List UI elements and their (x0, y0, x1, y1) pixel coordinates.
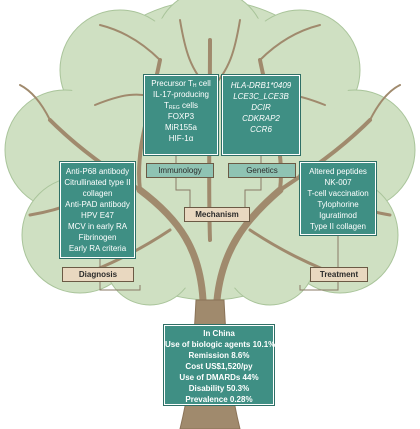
china-stat-prevalence: Prevalence 0.28% (185, 395, 253, 404)
treatment-item-1: Altered peptides (309, 167, 367, 176)
diagnosis-item-3: collagen (82, 189, 113, 198)
diagnosis-item-4: Anti-PAD antibody (65, 200, 130, 209)
treatment-item-3: T-cell vaccination (307, 189, 369, 198)
tree-branches (19, 19, 401, 304)
genetics-label: Genetics (228, 163, 296, 178)
china-statistics-box: In China Use of biologic agents 10.1% Re… (164, 325, 276, 405)
treatment-label: Treatment (310, 267, 368, 282)
immunology-item-6: HIF-1α (168, 134, 194, 143)
treatment-box: Altered peptides NK-007 T-cell vaccinati… (300, 162, 376, 235)
diagnosis-label: Diagnosis (62, 267, 134, 282)
diagnosis-item-7: Fibrinogen (78, 233, 117, 242)
immunology-item-5: MiR155a (164, 123, 197, 132)
genetics-item-2: LCE3C_LCE3B (233, 92, 289, 101)
china-title: In China (203, 329, 235, 338)
immunology-item-4: FOXP3 (167, 112, 195, 121)
treatment-item-4: Tylophorine (317, 200, 359, 209)
immunology-item-2: IL-17-producing (152, 90, 210, 99)
genetics-item-5: CCR6 (250, 125, 272, 134)
connector-lines (99, 155, 339, 291)
immunology-item-1: Precursor TH cell (151, 79, 211, 89)
genetics-item-1: HLA-DRB1*0409 (230, 81, 292, 90)
diagnosis-item-6: MCV in early RA (67, 222, 128, 231)
china-stat-biologic: Use of biologic agents 10.1% (165, 340, 276, 349)
diagnosis-box: Anti-P68 antibody Citrullinated type II … (60, 162, 135, 258)
china-stat-cost: Cost US$1,520/py (185, 362, 253, 371)
china-stat-dmards: Use of DMARDs 44% (179, 373, 259, 382)
diagnosis-item-1: Anti-P68 antibody (65, 167, 130, 176)
genetics-box: HLA-DRB1*0409 LCE3C_LCE3B DCIR CDKRAP2 C… (222, 75, 300, 155)
treatment-item-5: Iguratimod (319, 211, 357, 220)
genetics-item-3: DCIR (251, 103, 271, 112)
diagnosis-item-2: Citrullinated type II (64, 178, 131, 187)
diagnosis-item-5: HPV E47 (81, 211, 114, 220)
treatment-item-6: Type II collagen (309, 222, 367, 231)
china-stat-remission: Remission 8.6% (188, 351, 250, 360)
china-stat-disability: Disability 50.3% (188, 384, 250, 393)
immunology-item-3: TREG cells (164, 101, 198, 111)
immunology-label: Immunology (146, 163, 214, 178)
mechanism-label: Mechanism (184, 207, 250, 222)
diagnosis-item-8: Early RA criteria (68, 244, 127, 253)
genetics-item-4: CDKRAP2 (242, 114, 280, 123)
immunology-box: Precursor TH cell IL-17-producing TREG c… (144, 75, 218, 155)
treatment-item-2: NK-007 (324, 178, 352, 187)
